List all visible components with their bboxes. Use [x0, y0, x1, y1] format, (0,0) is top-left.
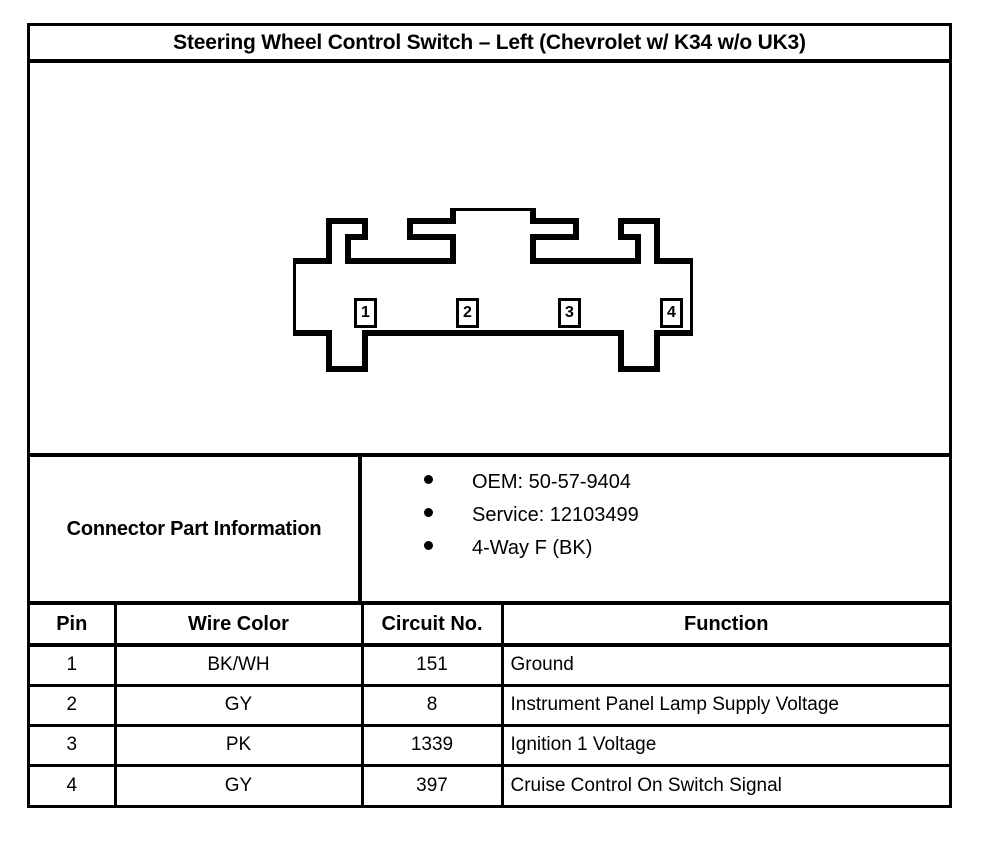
column-header-wire-color: Wire Color: [113, 605, 364, 647]
pin-marker-4: 4: [660, 298, 683, 328]
cell-wire-color: GY: [113, 683, 364, 727]
cell-circuit-no: 1339: [360, 723, 504, 767]
table-row: 4 GY 397 Cruise Control On Switch Signal: [30, 763, 949, 805]
connector-part-information-section: Connector Part Information OEM: 50-57-94…: [30, 457, 949, 605]
cell-wire-color: PK: [113, 723, 364, 767]
table-row: 1 BK/WH 151 Ground: [30, 643, 949, 687]
list-item-text: 4-Way F (BK): [472, 537, 593, 559]
cell-pin: 2: [30, 683, 117, 727]
cell-wire-color: GY: [113, 763, 364, 805]
list-item: OEM: 50-57-9404: [424, 471, 949, 504]
cell-pin: 3: [30, 723, 117, 767]
pin-marker-2-label: 2: [463, 304, 472, 321]
table-row: 2 GY 8 Instrument Panel Lamp Supply Volt…: [30, 683, 949, 727]
pin-marker-3-label: 3: [565, 304, 574, 321]
cell-circuit-no: 397: [360, 763, 504, 805]
list-item-text: Service: 12103499: [472, 504, 639, 526]
bullet-icon: [424, 475, 433, 484]
cell-function: Ground: [500, 643, 949, 687]
connector-datasheet: Steering Wheel Control Switch – Left (Ch…: [27, 23, 952, 808]
list-item-text: OEM: 50-57-9404: [472, 471, 631, 493]
cell-function: Instrument Panel Lamp Supply Voltage: [500, 683, 949, 727]
bullet-icon: [424, 541, 433, 550]
list-item: 4-Way F (BK): [424, 537, 949, 570]
cell-function: Ignition 1 Voltage: [500, 723, 949, 767]
bullet-icon: [424, 508, 433, 517]
connector-outline-svg: [290, 205, 696, 372]
cell-wire-color: BK/WH: [113, 643, 364, 687]
cell-pin: 1: [30, 643, 117, 687]
pin-marker-1-label: 1: [361, 304, 370, 321]
table-header-row: Pin Wire Color Circuit No. Function: [30, 605, 949, 647]
pin-marker-2: 2: [456, 298, 479, 328]
cell-pin: 4: [30, 763, 117, 805]
column-header-circuit-no: Circuit No.: [360, 605, 504, 647]
cell-circuit-no: 151: [360, 643, 504, 687]
page-title: Steering Wheel Control Switch – Left (Ch…: [30, 26, 949, 63]
column-header-pin: Pin: [30, 605, 117, 647]
pin-marker-3: 3: [558, 298, 581, 328]
pin-marker-1: 1: [354, 298, 377, 328]
page-title-text: Steering Wheel Control Switch – Left (Ch…: [173, 30, 806, 54]
connector-outline: 1 2 3 4: [290, 205, 696, 413]
connector-part-information-list: OEM: 50-57-9404 Service: 12103499 4-Way …: [362, 457, 949, 601]
table-row: 3 PK 1339 Ignition 1 Voltage: [30, 723, 949, 767]
cell-function: Cruise Control On Switch Signal: [500, 763, 949, 805]
connector-part-information-label-text: Connector Part Information: [66, 517, 322, 540]
connector-part-information-label: Connector Part Information: [30, 457, 362, 601]
list-item: Service: 12103499: [424, 504, 949, 537]
column-header-function: Function: [500, 605, 949, 647]
connector-diagram-pane: 1 2 3 4: [30, 63, 949, 457]
cell-circuit-no: 8: [360, 683, 504, 727]
pin-marker-4-label: 4: [667, 304, 676, 321]
pin-assignment-table: Pin Wire Color Circuit No. Function 1 BK…: [30, 605, 949, 805]
